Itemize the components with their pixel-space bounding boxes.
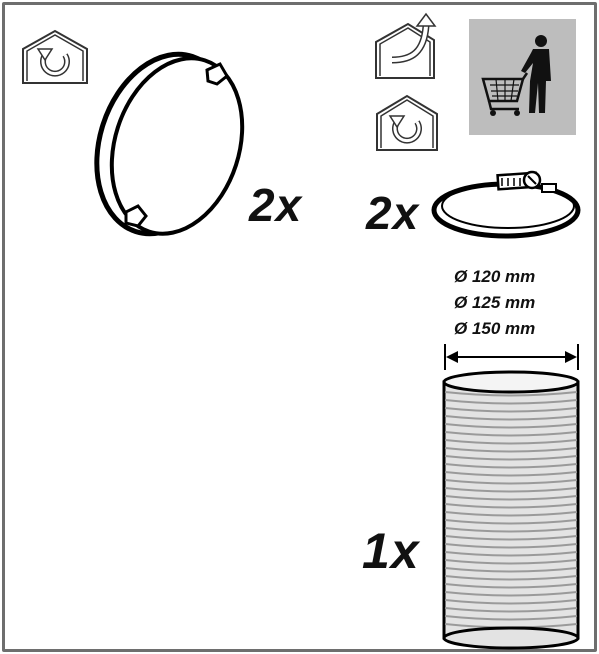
hose-clamp-quantity: 2x bbox=[366, 187, 420, 239]
house-recirculation-icon bbox=[22, 29, 88, 84]
hose-rib bbox=[444, 407, 578, 413]
hose-rib bbox=[444, 567, 578, 573]
diameter-label: Ø 150 mm bbox=[454, 319, 536, 338]
hose-rib bbox=[444, 479, 578, 485]
diameter-dimension-arrow bbox=[444, 344, 579, 370]
hose-rib bbox=[444, 399, 578, 405]
hose-rib bbox=[444, 503, 578, 509]
disc-cover-image bbox=[94, 51, 245, 237]
hose-rib bbox=[444, 511, 578, 517]
hose-rib bbox=[444, 519, 578, 525]
hose-rib bbox=[444, 455, 578, 461]
hose-rib bbox=[444, 607, 578, 613]
hose-rib bbox=[444, 391, 578, 397]
hose-rib bbox=[444, 495, 578, 501]
hose-rib bbox=[444, 471, 578, 477]
hose-clamp-image bbox=[431, 170, 581, 239]
hose-rib bbox=[444, 487, 578, 493]
hose-rib bbox=[444, 615, 578, 621]
flexible-hose-image bbox=[442, 370, 580, 650]
hose-rib bbox=[444, 463, 578, 469]
hose-rib bbox=[444, 431, 578, 437]
hose-rib bbox=[444, 591, 578, 597]
diameter-label: Ø 125 mm bbox=[454, 293, 536, 312]
hose-rib bbox=[444, 415, 578, 421]
hose-rib bbox=[444, 599, 578, 605]
hose-rib bbox=[444, 543, 578, 549]
hose-rib bbox=[444, 583, 578, 589]
hose-rib bbox=[444, 575, 578, 581]
hose-rib bbox=[444, 559, 578, 565]
disc-cover-quantity: 2x bbox=[249, 179, 303, 231]
hose-rib bbox=[444, 535, 578, 541]
house-extraction-icon bbox=[375, 12, 437, 79]
hose-rib bbox=[444, 439, 578, 445]
person-shopping-cart-icon bbox=[481, 35, 551, 116]
hose-rib bbox=[444, 527, 578, 533]
shop-panel bbox=[469, 19, 576, 135]
hose-rib bbox=[444, 423, 578, 429]
hose-rib bbox=[444, 551, 578, 557]
diameter-label: Ø 120 mm bbox=[454, 267, 536, 286]
house-recirculation-icon bbox=[376, 94, 438, 151]
flexible-hose-quantity: 1x bbox=[362, 523, 420, 579]
hose-rib bbox=[444, 447, 578, 453]
